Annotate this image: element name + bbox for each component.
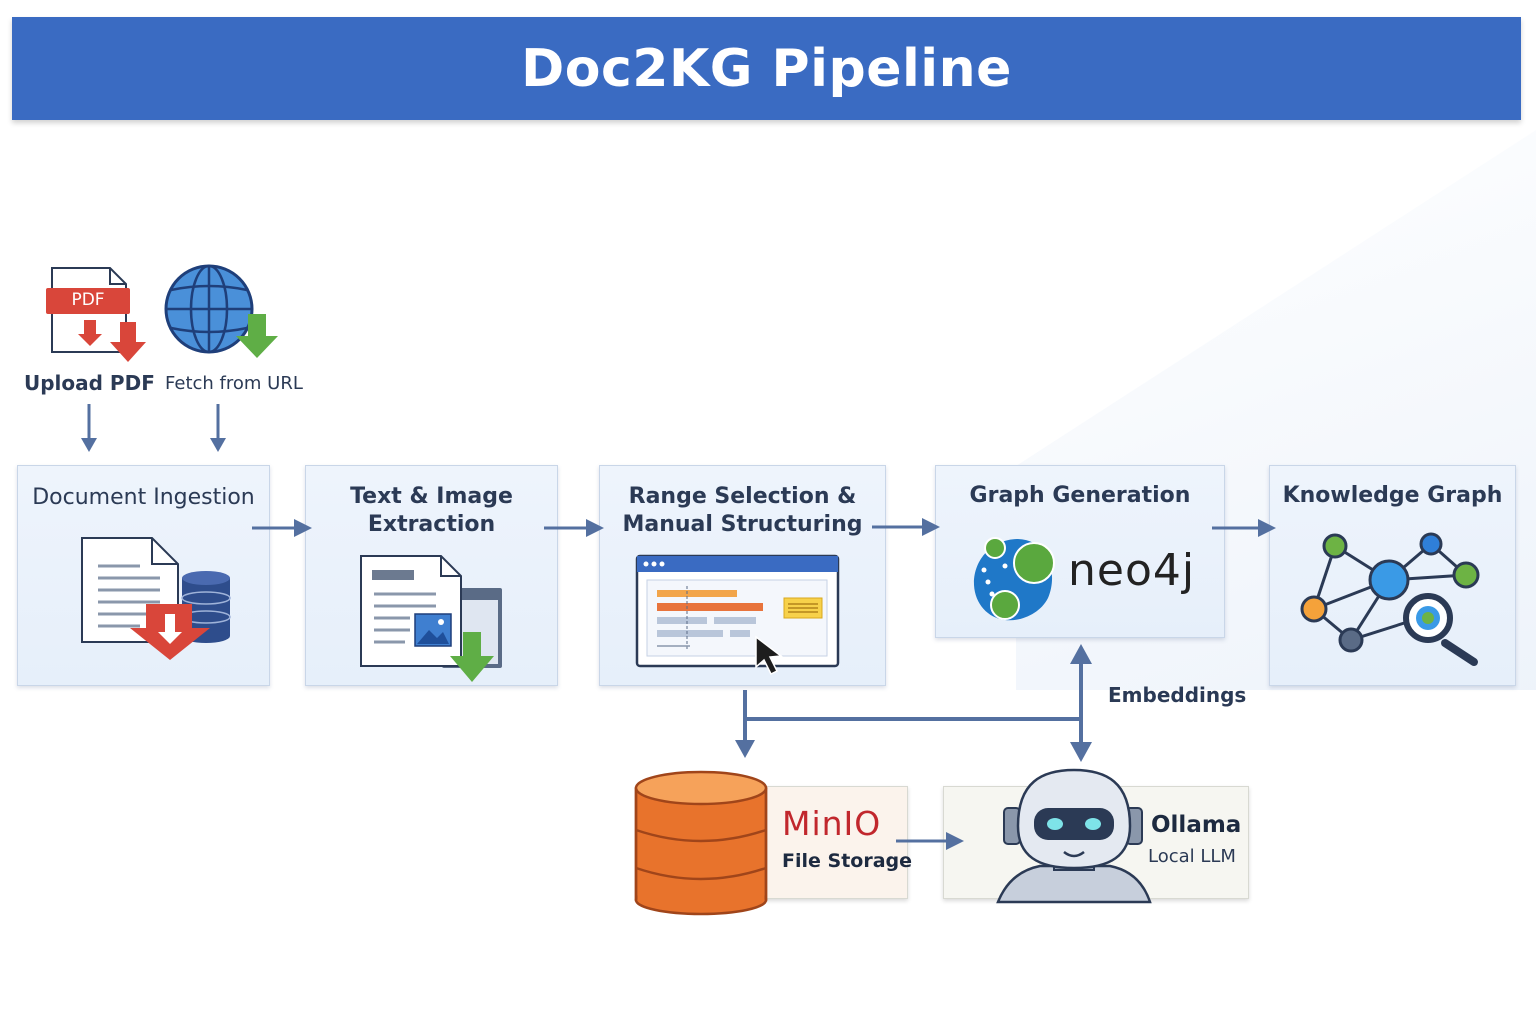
- stage-title-line2: Extraction: [367, 512, 496, 537]
- document-image-icon: [360, 555, 502, 682]
- stage-title: Document Ingestion: [32, 485, 255, 510]
- robot-icon: [996, 768, 1152, 904]
- neo4j-wordmark: neo4j: [1068, 545, 1196, 596]
- document-database-icon: [81, 537, 231, 660]
- stage-arrows: [252, 518, 1276, 537]
- minio-subtitle: File Storage: [782, 850, 913, 872]
- stage-graph-generation: Graph Generation: [935, 465, 1225, 638]
- stage-title-line1: Text & Image: [350, 484, 513, 509]
- ollama-subtitle: Local LLM: [1148, 846, 1236, 867]
- embeddings-label: Embeddings: [1108, 683, 1247, 707]
- upload-pdf-label: Upload PDF: [24, 371, 155, 395]
- range-selection-window-icon: [635, 554, 840, 676]
- globe-download-icon: [164, 264, 278, 358]
- minio-wordmark: MinIO: [782, 804, 882, 843]
- fetch-url-label: Fetch from URL: [165, 373, 303, 394]
- stage-title-line2: Manual Structuring: [622, 512, 863, 537]
- ollama-name: Ollama: [1151, 812, 1242, 838]
- stage-title: Knowledge Graph: [1282, 483, 1503, 508]
- page-title: Doc2KG Pipeline: [521, 38, 1012, 99]
- minio-card: [760, 786, 908, 899]
- minio-cylinder-icon: [634, 770, 768, 916]
- bottom-connectors: [735, 644, 1092, 850]
- neo4j-logo-icon: [973, 537, 1055, 621]
- pdf-badge-text: PDF: [71, 290, 105, 310]
- knowledge-graph-icon: [1300, 532, 1480, 666]
- pdf-download-icon: [46, 267, 146, 362]
- title-banner: Doc2KG Pipeline: [12, 17, 1521, 120]
- stage-title-line1: Range Selection &: [628, 484, 857, 509]
- stage-title: Graph Generation: [969, 483, 1191, 508]
